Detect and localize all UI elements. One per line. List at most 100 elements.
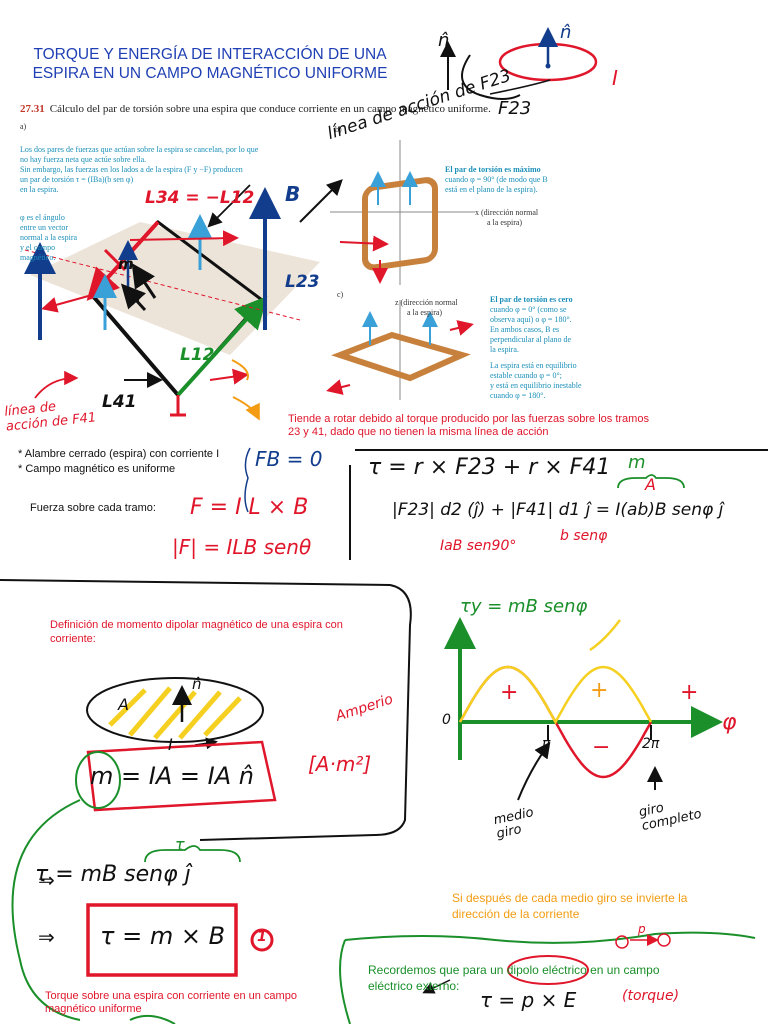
torque-word: (torque): [622, 988, 680, 1004]
torque-box: [86, 903, 238, 977]
units-label: [A·m²]: [308, 752, 372, 776]
area-n-hat: n̂: [192, 675, 202, 693]
rotation-note-2: 23 y 41, dado que no tienen la misma lín…: [288, 426, 549, 438]
panel-b-note-3: está en el plano de la espira).: [445, 185, 538, 194]
panel-c-label: c): [337, 290, 344, 299]
m-bracket-label: m: [628, 452, 646, 473]
graph-pi-tick: π: [542, 736, 551, 752]
assumption-1: * Alambre cerrado (espira) con corriente…: [18, 448, 220, 460]
dipole-definition-note: Definición de momento dipolar magnético …: [50, 618, 370, 646]
dipole-definition-1: Definición de momento dipolar magnético …: [50, 619, 343, 631]
fb-zero: FB = 0: [255, 447, 323, 471]
series-line-yellow: [458, 665, 653, 725]
panel-c-note-9: y está en equilibrio inestable: [490, 381, 582, 390]
dipole-definition-2: corriente:: [50, 633, 96, 645]
n-hat-label: n̂: [130, 288, 141, 306]
panel-c-note: El par de torsión es cero cuando φ = 0° …: [490, 295, 615, 401]
figure-caption: 27.31 Cálculo del par de torsión sobre un…: [20, 103, 491, 115]
assumption-2: * Campo magnético es uniforme: [18, 463, 176, 475]
current-inversion-2: dirección de la corriente: [452, 907, 580, 921]
iab-sen90: IaB sen90°: [440, 538, 517, 554]
panel-c-note-6: la espira.: [490, 345, 519, 354]
area-ellipse: [86, 677, 264, 750]
graph-plus-1: +: [500, 680, 519, 705]
panel-c-axis-label: z (dirección normal a la espira): [395, 298, 458, 318]
loop-panel-b: [330, 140, 475, 285]
title-line-2: ESPIRA EN UN CAMPO MAGNÉTICO UNIFORME: [32, 65, 388, 82]
panel-c-note-2: cuando φ = 0° (como se: [490, 305, 567, 314]
current-i-top: I: [612, 66, 618, 90]
force-magnitude: |F| = ILB senθ: [172, 535, 312, 559]
phi-note-2: entre un vector: [20, 223, 68, 232]
torque-sum: τ = r × F23 + r × F41: [368, 455, 611, 480]
graph-minus: −: [592, 735, 611, 760]
panel-a-line-3: Sin embargo, las fuerzas en los lados a …: [20, 165, 243, 174]
panel-c-axis-2: a la espira): [407, 308, 443, 317]
electric-dipole-note: Recordemos que para un dipolo eléctrico …: [368, 962, 758, 994]
title-line-1: TORQUE Y ENERGÍA DE INTERACCIÓN DE UNA: [33, 46, 387, 63]
figure-number: 27.31: [20, 103, 45, 115]
torque-loop-note-1: Torque sobre una espira con corriente en…: [45, 990, 297, 1002]
n-hat-top: n̂: [438, 30, 450, 51]
area-a-label: A: [118, 695, 129, 714]
panel-c-note-8: estable cuando φ = 0°;: [490, 371, 562, 380]
loop-sketch-top-right: [440, 27, 598, 100]
current-inversion-note: Si después de cada medio giro se inviert…: [452, 890, 752, 922]
rotation-note: Tiende a rotar debido al torque producid…: [288, 413, 738, 439]
b-vector-label: B: [285, 182, 301, 206]
n-hat-loop: n̂: [560, 22, 572, 43]
graph-2pi-tick: 2π: [642, 736, 660, 752]
panel-b-axis-label: x (dirección normal a la espira): [475, 208, 538, 228]
phi-note-1: φ es el ángulo: [20, 213, 65, 222]
assumptions-list: * Alambre cerrado (espira) con corriente…: [18, 447, 219, 477]
panel-a-line-5: en la espira.: [20, 185, 59, 194]
panel-a-line-2: no hay fuerza neta que actúe sobre ella.: [20, 155, 147, 164]
a-bracket-label: A: [645, 475, 656, 494]
current-inversion-1: Si después de cada medio giro se inviert…: [452, 891, 688, 905]
torque-magnitude: |F23| d2 (ĵ) + |F41| d1 ĵ = I(ab)B senφ …: [392, 500, 724, 520]
panel-b-note-2: cuando φ = 90° (de modo que B: [445, 175, 548, 184]
dipole-torque-formula: τ = p × E: [480, 988, 577, 1012]
panel-b-axis-2: a la espira): [487, 218, 523, 227]
phi-note-3: normal a la espira: [20, 233, 78, 242]
torque-graph: [444, 617, 723, 801]
panel-a-label: a): [20, 122, 27, 131]
page-title: TORQUE Y ENERGÍA DE INTERACCIÓN DE UNA E…: [30, 45, 390, 83]
p-vector-label: p: [638, 922, 646, 936]
l12-label: L12: [180, 345, 215, 365]
implies-arrow-2: ⇒: [38, 870, 55, 892]
graph-plus-3: +: [680, 680, 699, 705]
graph-x-label: φ: [722, 710, 737, 735]
force-per-segment-label: Fuerza sobre cada tramo:: [30, 502, 156, 514]
panel-b-note-1: El par de torsión es máximo: [445, 165, 541, 174]
phi-note: φ es el ángulo entre un vector normal a …: [20, 213, 90, 263]
implies-arrow: ⇒: [38, 927, 55, 949]
loop-panel-c: [326, 300, 474, 400]
torque-scalar-formula: τ = mB senφ ĵ: [35, 862, 191, 887]
f23-label: F23: [498, 98, 532, 119]
b-senphi: b senφ: [560, 528, 608, 544]
panel-a-line-4: un par de torsión τ = (IBa)(b sen φ): [20, 175, 134, 184]
panel-c-note-3: observa aquí) o φ = 180°.: [490, 315, 572, 324]
panel-b-note: El par de torsión es máximo cuando φ = 9…: [445, 165, 580, 195]
l23-label: L23: [285, 272, 320, 292]
phi-note-4: y el campo: [20, 243, 56, 252]
torque-loop-note: Torque sobre una espira con corriente en…: [45, 990, 345, 1016]
panel-a-description: Los dos pares de fuerzas que actúan sobr…: [20, 145, 320, 195]
panel-c-note-7: La espira está en equilibrio: [490, 361, 577, 370]
panel-a-line-1: Los dos pares de fuerzas que actúan sobr…: [20, 145, 259, 154]
loop-panel-a: [24, 179, 343, 421]
figure-caption-text: Cálculo del par de torsión sobre una esp…: [49, 103, 491, 115]
torque-loop-note-2: magnético uniforme: [45, 1003, 142, 1015]
panel-b-label: b): [335, 125, 342, 134]
loop-current-label: I: [168, 735, 173, 754]
panel-c-axis-1: z (dirección normal: [395, 298, 458, 307]
m-vector-label: m: [118, 255, 134, 273]
tau-bracket-label: τ: [175, 835, 185, 854]
equation-number: 1: [257, 929, 267, 945]
l41-label: L41: [102, 392, 137, 412]
graph-y-label: τy = mB senφ: [460, 596, 588, 617]
moment-box: [86, 740, 277, 812]
graph-plus-2: +: [590, 678, 609, 703]
moment-definition: m = IA = IA n̂: [90, 762, 254, 790]
